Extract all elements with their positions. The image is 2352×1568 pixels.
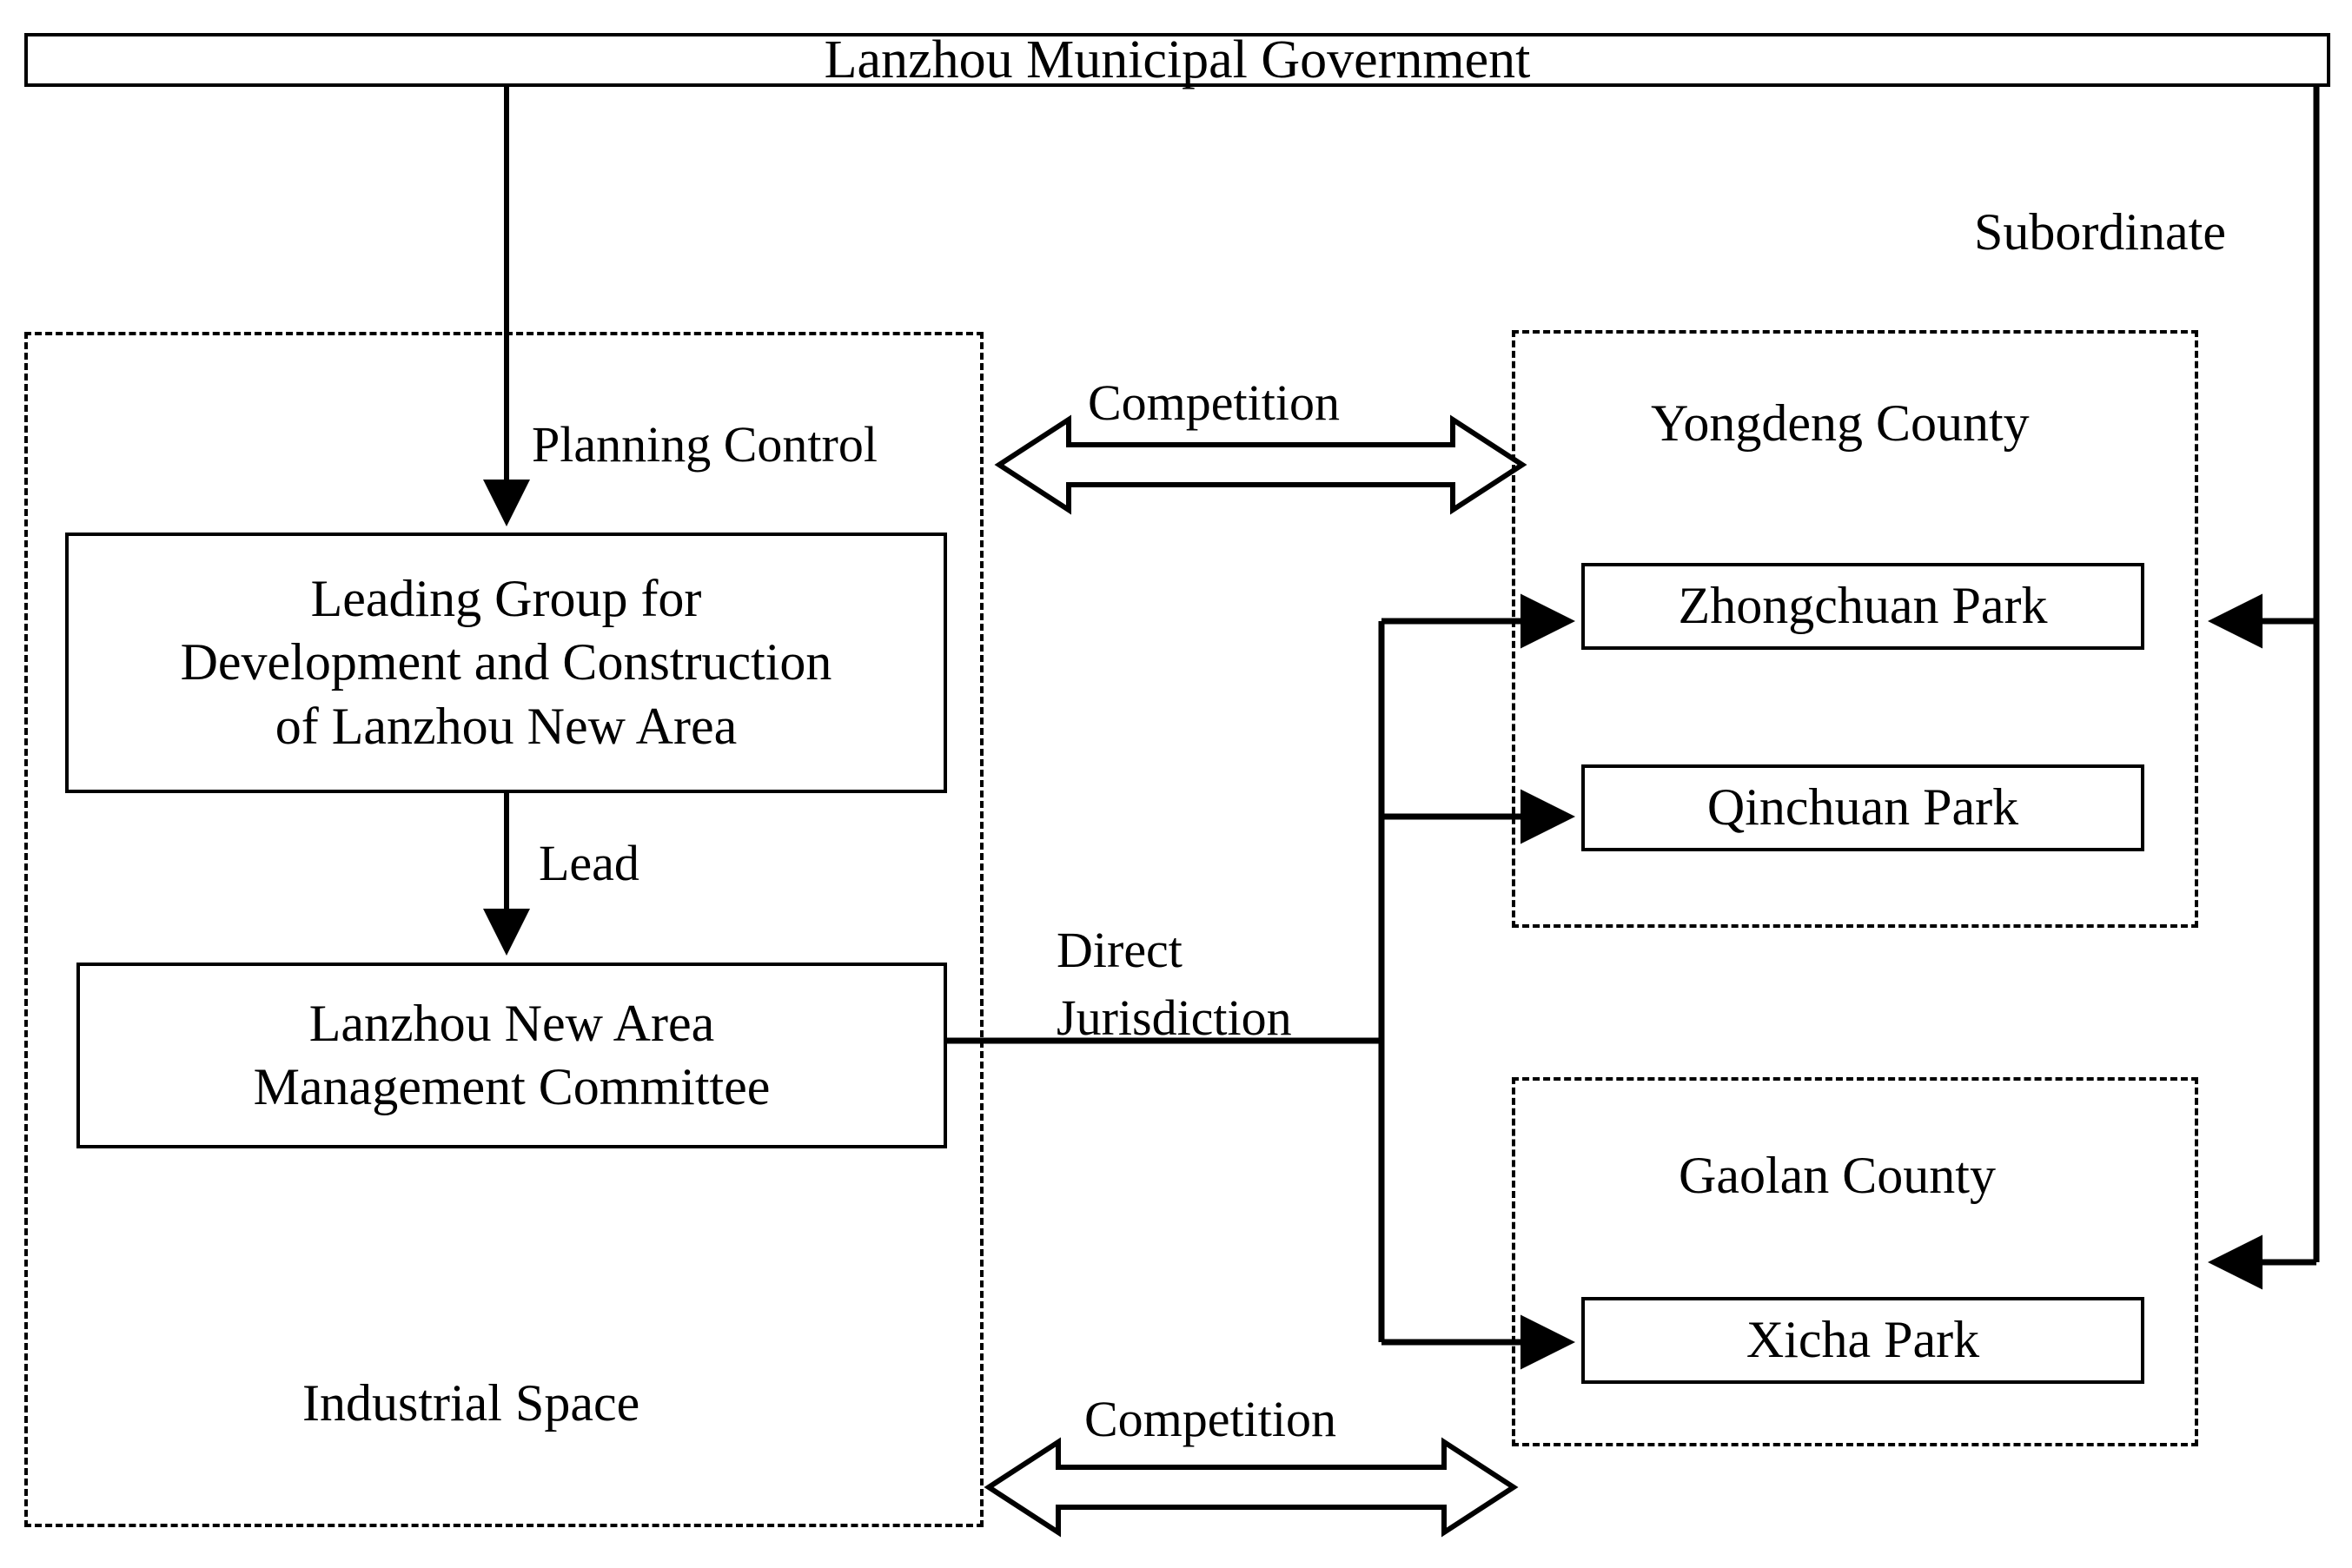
node-zhongchuan-park-label: Zhongchuan Park <box>1678 577 2048 635</box>
edge-direct-jurisdiction <box>947 593 1575 1370</box>
node-leading-group-line1: Leading Group for <box>310 570 702 628</box>
node-leading-group-line2: Development and Construction <box>180 633 832 691</box>
node-xicha-park-label: Xicha Park <box>1746 1311 1980 1369</box>
node-xicha-park[interactable]: Xicha Park <box>1581 1297 2144 1384</box>
label-direct-jurisdiction-line1: Direct <box>1057 922 1183 978</box>
node-leading-group-line3: of Lanzhou New Area <box>275 697 738 755</box>
group-industrial-space <box>24 332 984 1527</box>
edge-subordinate <box>2208 86 2320 1290</box>
edge-competition-top <box>994 414 1527 515</box>
edge-competition-bottom <box>984 1437 1519 1538</box>
group-gaolan-county <box>1512 1077 2198 1446</box>
label-direct-jurisdiction-line2: Jurisdiction <box>1057 989 1292 1046</box>
node-management-committee[interactable]: Lanzhou New Area Management Committee <box>76 963 947 1148</box>
node-leading-group[interactable]: Leading Group for Development and Constr… <box>65 533 947 793</box>
node-lanzhou-municipal-government[interactable]: Lanzhou Municipal Government <box>24 30 2330 89</box>
label-yongdeng-county: Yongdeng County <box>1651 394 2030 452</box>
node-lanzhou-municipal-government-label: Lanzhou Municipal Government <box>824 30 1531 89</box>
node-zhongchuan-park[interactable]: Zhongchuan Park <box>1581 563 2144 650</box>
node-management-committee-line1: Lanzhou New Area <box>308 994 715 1052</box>
label-industrial-space: Industrial Space <box>302 1374 640 1432</box>
label-competition-top: Competition <box>1088 374 1340 431</box>
label-planning-control: Planning Control <box>532 416 878 473</box>
group-yongdeng-county <box>1512 330 2198 928</box>
label-competition-bottom: Competition <box>1084 1391 1336 1447</box>
node-qinchuan-park[interactable]: Qinchuan Park <box>1581 764 2144 851</box>
label-lead: Lead <box>539 835 639 891</box>
label-gaolan-county: Gaolan County <box>1679 1147 1996 1204</box>
label-subordinate: Subordinate <box>1974 203 2226 261</box>
node-qinchuan-park-label: Qinchuan Park <box>1706 778 2019 837</box>
node-management-committee-line2: Management Committee <box>253 1058 771 1115</box>
